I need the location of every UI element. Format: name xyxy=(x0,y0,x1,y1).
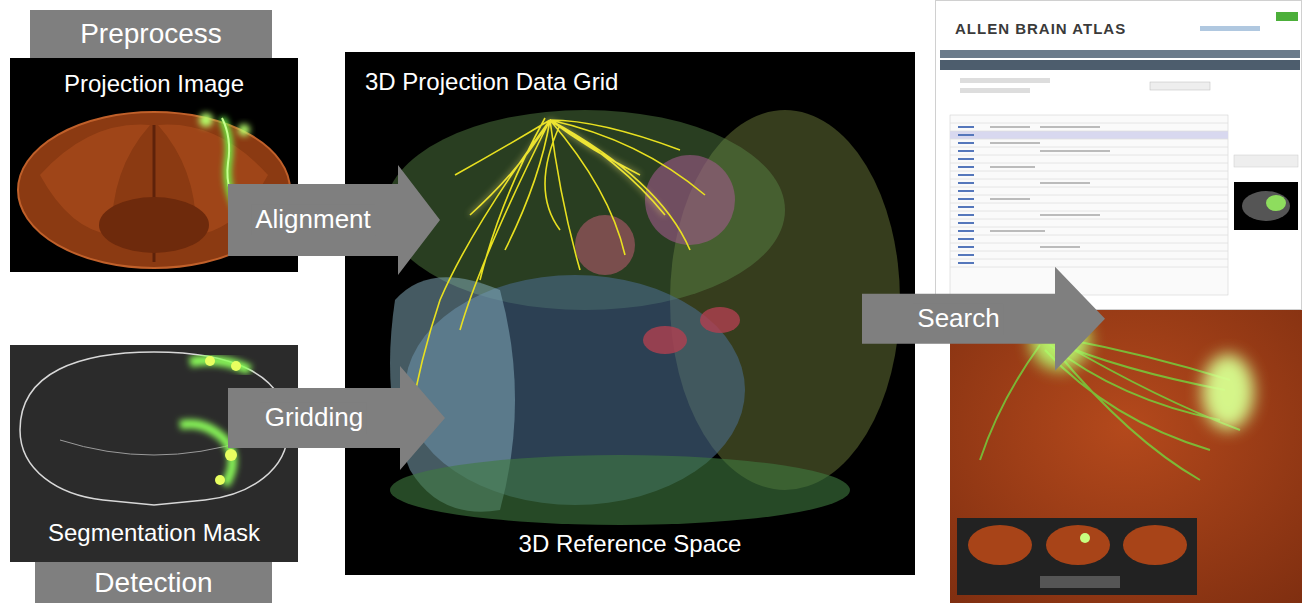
mask-signal xyxy=(215,475,225,485)
inset-section xyxy=(1123,525,1187,565)
brain-region xyxy=(390,455,850,525)
screenshot-form xyxy=(960,78,1050,83)
target-site xyxy=(1202,354,1254,430)
screenshot-table xyxy=(950,115,1228,295)
brain-outline xyxy=(60,440,248,455)
screenshot-navbar xyxy=(940,50,1300,58)
screenshot-button xyxy=(1276,12,1298,21)
screenshot-ground xyxy=(936,1,1302,310)
panel-caption: Segmentation Mask xyxy=(48,519,260,548)
arrow-label: Gridding xyxy=(261,402,367,433)
screenshot-cells xyxy=(990,127,1110,247)
screenshot-form xyxy=(1150,82,1210,90)
brain-region xyxy=(575,215,635,275)
inset-section xyxy=(1046,525,1110,565)
grid-panel: 3D Projection Data Grid 3D Reference Spac… xyxy=(345,52,915,575)
screenshot-rows xyxy=(950,123,1228,267)
arrow-label: Search xyxy=(913,303,1003,334)
mask-panel-ground xyxy=(10,345,298,562)
brain-core xyxy=(99,197,209,253)
fluorescent-fibers xyxy=(980,338,1240,480)
mask-signal xyxy=(231,361,241,371)
screenshot-tabs xyxy=(940,60,1300,70)
screenshot-thumbnail xyxy=(1234,182,1298,230)
axon-glow xyxy=(470,120,665,215)
screenshot-box xyxy=(1234,155,1298,167)
fluorescence-image xyxy=(950,310,1302,603)
mask-signal xyxy=(205,356,215,366)
inset-section xyxy=(968,525,1032,565)
mask-signal xyxy=(190,360,250,370)
stage-title: Preprocess xyxy=(80,17,222,51)
stage-title: Detection xyxy=(94,566,212,600)
screenshot-row-selected xyxy=(950,131,1228,139)
mask-signal xyxy=(225,449,237,461)
panel-caption: 3D Reference Space xyxy=(519,530,742,559)
block-arrow xyxy=(228,366,445,470)
screenshot-links xyxy=(958,127,974,263)
brain-region xyxy=(643,326,687,354)
grid-panel-ground xyxy=(345,52,915,575)
panel-caption: ALLEN BRAIN ATLAS xyxy=(955,20,1126,38)
screenshot-panel: ALLEN BRAIN ATLAS xyxy=(935,0,1302,310)
brain-region xyxy=(645,155,735,245)
screenshot-form xyxy=(960,88,1030,93)
panel-caption: Projection Image xyxy=(64,70,244,99)
image-panel: Projection Image xyxy=(10,58,298,272)
block-arrow xyxy=(228,165,440,275)
stage-label: Preprocess xyxy=(30,10,272,58)
block-arrow xyxy=(862,267,1105,371)
brain-region xyxy=(700,307,740,333)
arrow-label: Alignment xyxy=(251,204,375,235)
mask-panel: Segmentation Mask xyxy=(10,345,298,562)
mask-signal xyxy=(180,424,233,485)
signal-spot xyxy=(199,113,213,127)
inset-signal xyxy=(1080,533,1090,543)
thumbnail-brain xyxy=(1242,191,1290,221)
inset-controls xyxy=(1040,576,1120,588)
stage-label: Detection xyxy=(35,562,272,603)
screenshot-link xyxy=(1200,26,1260,31)
signal-spot xyxy=(238,124,250,136)
panel-caption: 3D Projection Data Grid xyxy=(365,68,618,97)
axon-projections xyxy=(410,118,705,420)
viewer-inset xyxy=(957,518,1197,595)
thumbnail-signal xyxy=(1266,195,1286,211)
